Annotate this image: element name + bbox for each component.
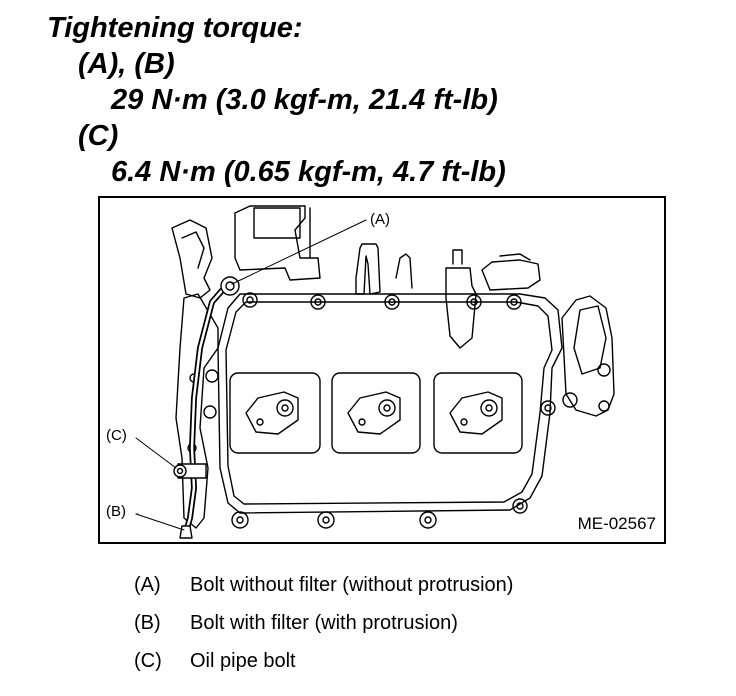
torque-group-c-value: 6.4 N·m (0.65 kgf-m, 4.7 ft-lb): [111, 156, 506, 188]
sprocket-window-1: [229, 372, 321, 454]
bolt-b: [179, 525, 193, 539]
bolt-c: [173, 464, 187, 478]
bolt-a: [220, 276, 240, 296]
engine-diagram-figure: (A) (C) (B) ME-02567: [98, 196, 666, 544]
top-housing: [234, 205, 321, 281]
sprocket-window-3: [433, 372, 523, 454]
cover-inner-outline: [225, 301, 553, 505]
legend-item-a: (A) Bolt without filter (without protrusi…: [134, 574, 513, 597]
sensor-stem: [452, 249, 463, 265]
right-connector: [481, 259, 541, 291]
right-connector-2: [499, 253, 531, 261]
left-manifold-inner: [181, 231, 205, 269]
center-pipe: [355, 243, 381, 295]
legend-key-b: (B): [134, 612, 161, 634]
right-bracket-detail: [573, 305, 607, 375]
left-flange: [175, 293, 219, 529]
legend-text-a: Bolt without filter (without protrusion): [190, 574, 514, 596]
torque-title: Tightening torque:: [47, 12, 303, 44]
right-bracket: [561, 295, 615, 417]
leader-a: [231, 219, 367, 285]
legend-key-a: (A): [134, 574, 161, 596]
sprocket-window-2: [331, 372, 421, 454]
torque-group-c-label: (C): [78, 120, 119, 152]
center-pipe-2: [395, 253, 413, 289]
figure-id: ME-02567: [577, 514, 656, 533]
callout-a: (A): [370, 211, 390, 228]
leader-b: [135, 513, 185, 531]
legend-item-b: (B) Bolt with filter (with protrusion): [134, 612, 458, 635]
torque-group-ab-value: 29 N·m (3.0 kgf-m, 21.4 ft-lb): [111, 84, 498, 116]
cover-outline: [217, 293, 563, 514]
legend-item-c: (C) Oil pipe bolt: [134, 650, 296, 673]
engine-diagram: (A) (C) (B): [106, 205, 615, 539]
legend-key-c: (C): [134, 650, 162, 672]
sensor-body: [445, 267, 477, 349]
callout-b: (B): [106, 503, 126, 520]
torque-group-ab-label: (A), (B): [78, 48, 175, 80]
callout-c: (C): [106, 427, 127, 444]
legend-text-b: Bolt with filter (with protrusion): [190, 612, 458, 634]
left-manifold: [171, 219, 213, 299]
leader-c: [135, 437, 177, 469]
cover-bolts: [203, 292, 556, 529]
oil-pipe-core: [184, 284, 228, 534]
top-housing-cap: [253, 207, 301, 239]
legend-text-c: Oil pipe bolt: [190, 650, 296, 672]
